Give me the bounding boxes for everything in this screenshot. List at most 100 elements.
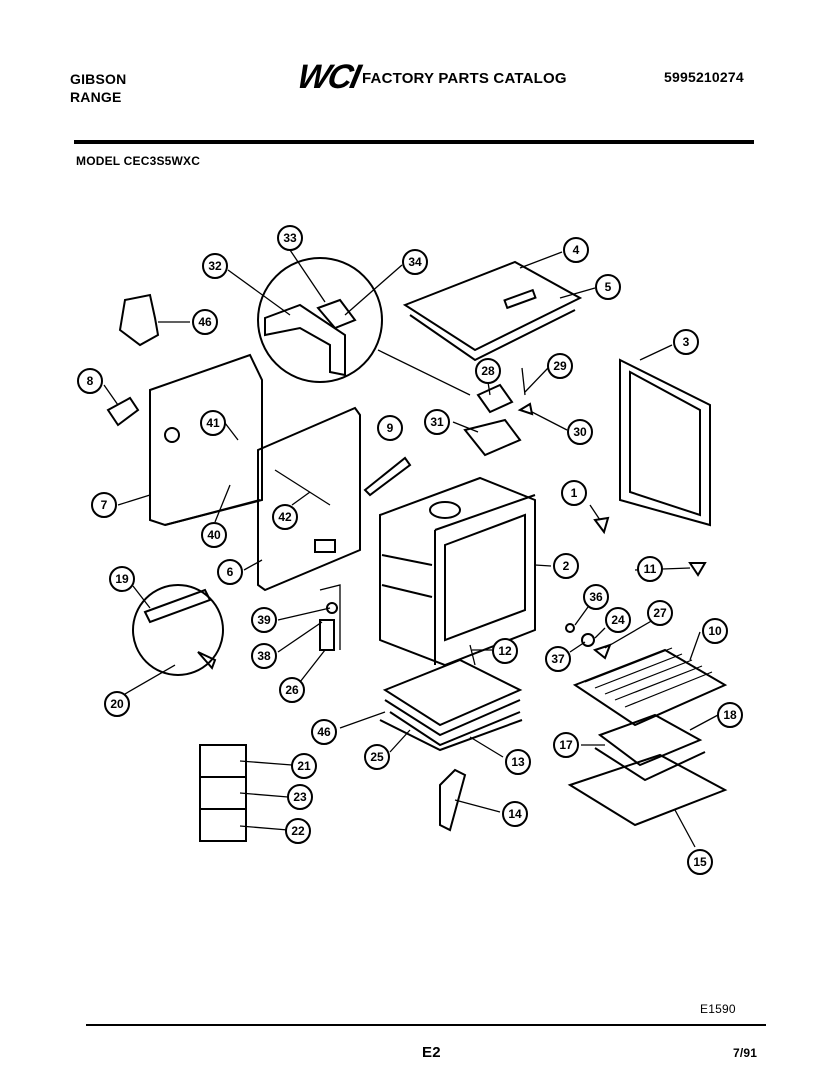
callout-label: 14: [508, 807, 522, 821]
callout-circle: [637, 556, 663, 582]
callout-28: 28: [475, 358, 501, 384]
callout-label: 10: [708, 624, 722, 638]
callout-20: 20: [104, 691, 130, 717]
callout-36: 36: [583, 584, 609, 610]
callout-29: 29: [547, 353, 573, 379]
callout-label: 22: [291, 824, 305, 838]
callout-1: 1: [561, 480, 587, 506]
callout-circle: [104, 691, 130, 717]
callout-circle: [402, 249, 428, 275]
callout-circle: [192, 309, 218, 335]
callout-circle: [77, 368, 103, 394]
callout-circle: [311, 719, 337, 745]
callout-circle: [595, 274, 621, 300]
callout-8: 8: [77, 368, 103, 394]
callout-19: 19: [109, 566, 135, 592]
callout-27: 27: [647, 600, 673, 626]
callout-circle: [553, 732, 579, 758]
callout-circle: [673, 329, 699, 355]
callout-label: 33: [283, 231, 297, 245]
callout-17: 17: [553, 732, 579, 758]
callout-label: 46: [198, 315, 212, 329]
callout-label: 12: [498, 644, 512, 658]
callout-label: 42: [278, 510, 292, 524]
callout-circle: [424, 409, 450, 435]
brand-block: GIBSON RANGE: [70, 70, 126, 106]
callout-2: 2: [553, 553, 579, 579]
callout-40: 40: [201, 522, 227, 548]
callout-label: 36: [589, 590, 603, 604]
callout-label: 30: [573, 425, 587, 439]
callout-label: 32: [208, 259, 222, 273]
callout-46: 46: [192, 309, 218, 335]
callout-label: 3: [683, 335, 690, 349]
callout-label: 18: [723, 708, 737, 722]
callout-label: 25: [370, 750, 384, 764]
callout-circle: [279, 677, 305, 703]
callout-32: 32: [202, 253, 228, 279]
callout-10: 10: [702, 618, 728, 644]
callout-label: 17: [559, 738, 573, 752]
brand-name: GIBSON: [70, 71, 127, 87]
callout-12: 12: [492, 638, 518, 664]
callout-circle: [605, 607, 631, 633]
callout-26: 26: [279, 677, 305, 703]
callout-label: 23: [293, 790, 307, 804]
callout-label: 24: [611, 613, 625, 627]
revision-date: 7/91: [733, 1046, 758, 1060]
callout-5: 5: [595, 274, 621, 300]
callout-label: 11: [644, 562, 657, 576]
callout-circle: [251, 607, 277, 633]
callout-label: 13: [511, 755, 525, 769]
callout-circle: [717, 702, 743, 728]
callout-label: 1: [571, 486, 578, 500]
header-rule: [74, 140, 754, 144]
callout-circle: [285, 818, 311, 844]
callout-label: 9: [387, 421, 394, 435]
callout-circle: [377, 415, 403, 441]
callout-circle: [201, 522, 227, 548]
callout-33: 33: [277, 225, 303, 251]
callout-38: 38: [251, 643, 277, 669]
callout-41: 41: [200, 410, 226, 436]
callout-23: 23: [287, 784, 313, 810]
callout-label: 37: [551, 652, 565, 666]
footer-rule: [86, 1024, 766, 1026]
callout-circle: [492, 638, 518, 664]
callout-11: 11: [637, 556, 663, 582]
callout-7: 7: [91, 492, 117, 518]
callout-label: 34: [408, 255, 422, 269]
callout-label: 20: [110, 697, 124, 711]
callout-label: 31: [430, 415, 444, 429]
callout-circle: [202, 253, 228, 279]
callout-6: 6: [217, 559, 243, 585]
callout-circle: [567, 419, 593, 445]
callout-label: 28: [481, 364, 495, 378]
model-label: MODEL CEC3S5WXC: [76, 154, 201, 168]
callout-42: 42: [272, 504, 298, 530]
callout-39: 39: [251, 607, 277, 633]
callout-circle: [475, 358, 501, 384]
drawing-code: E1590: [700, 1002, 736, 1016]
callout-label: 29: [553, 359, 567, 373]
callout-46: 46: [311, 719, 337, 745]
callout-13: 13: [505, 749, 531, 775]
callout-24: 24: [605, 607, 631, 633]
callout-circle: [217, 559, 243, 585]
callout-34: 34: [402, 249, 428, 275]
callout-circle: [561, 480, 587, 506]
product-type: RANGE: [70, 89, 122, 105]
callout-label: 8: [87, 374, 94, 388]
callout-label: 38: [257, 649, 271, 663]
callout-14: 14: [502, 801, 528, 827]
callout-label: 6: [227, 565, 234, 579]
callout-label: 26: [285, 683, 299, 697]
callout-31: 31: [424, 409, 450, 435]
callout-label: 21: [297, 759, 311, 773]
callout-circle: [109, 566, 135, 592]
callout-circle: [287, 784, 313, 810]
callout-circle: [291, 753, 317, 779]
callout-label: 15: [693, 855, 707, 869]
callout-circle: [364, 744, 390, 770]
callout-3: 3: [673, 329, 699, 355]
